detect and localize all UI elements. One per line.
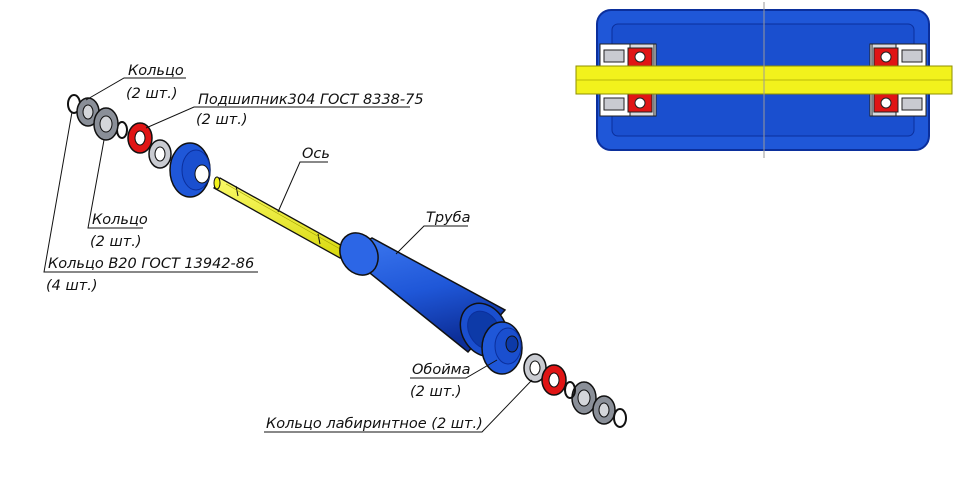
housing-right <box>481 321 523 375</box>
section-view <box>575 2 953 158</box>
bearing-left <box>127 122 153 154</box>
bearing-right <box>541 364 567 396</box>
label-circlip: Кольцо В20 ГОСТ 13942-86 <box>48 256 254 272</box>
label-bearing-qty: (2 шт.) <box>196 112 247 128</box>
ring-left-outer <box>76 97 100 127</box>
axle <box>213 176 347 259</box>
leader-lines <box>43 77 533 433</box>
housing-left <box>169 142 211 198</box>
label-ring-mid: Кольцо <box>92 212 148 228</box>
label-housing-qty: (2 шт.) <box>410 384 461 400</box>
label-circlip-qty: (4 шт.) <box>46 278 97 294</box>
label-ring-mid-qty: (2 шт.) <box>90 234 141 250</box>
labyrinth-ring-left <box>148 139 172 169</box>
label-bearing: Подшипник304 ГОСТ 8338-75 <box>198 92 424 108</box>
circlip-right <box>564 381 627 428</box>
ring-left-inner <box>93 107 119 141</box>
label-labyrinth: Кольцо лабиринтное (2 шт.) <box>266 416 483 432</box>
part-labels: Кольцо (2 шт.) Подшипник304 ГОСТ 8338-75… <box>46 63 483 432</box>
labyrinth-ring-right <box>523 353 547 383</box>
label-axle: Ось <box>302 146 330 162</box>
ring-right-outer <box>592 395 616 425</box>
label-ring-top: Кольцо <box>128 63 184 79</box>
label-tube: Труба <box>426 210 470 226</box>
exploded-view: Кольцо (2 шт.) Подшипник304 ГОСТ 8338-75… <box>43 63 627 433</box>
label-ring-top-qty: (2 шт.) <box>126 86 177 102</box>
label-housing: Обойма <box>412 362 470 378</box>
